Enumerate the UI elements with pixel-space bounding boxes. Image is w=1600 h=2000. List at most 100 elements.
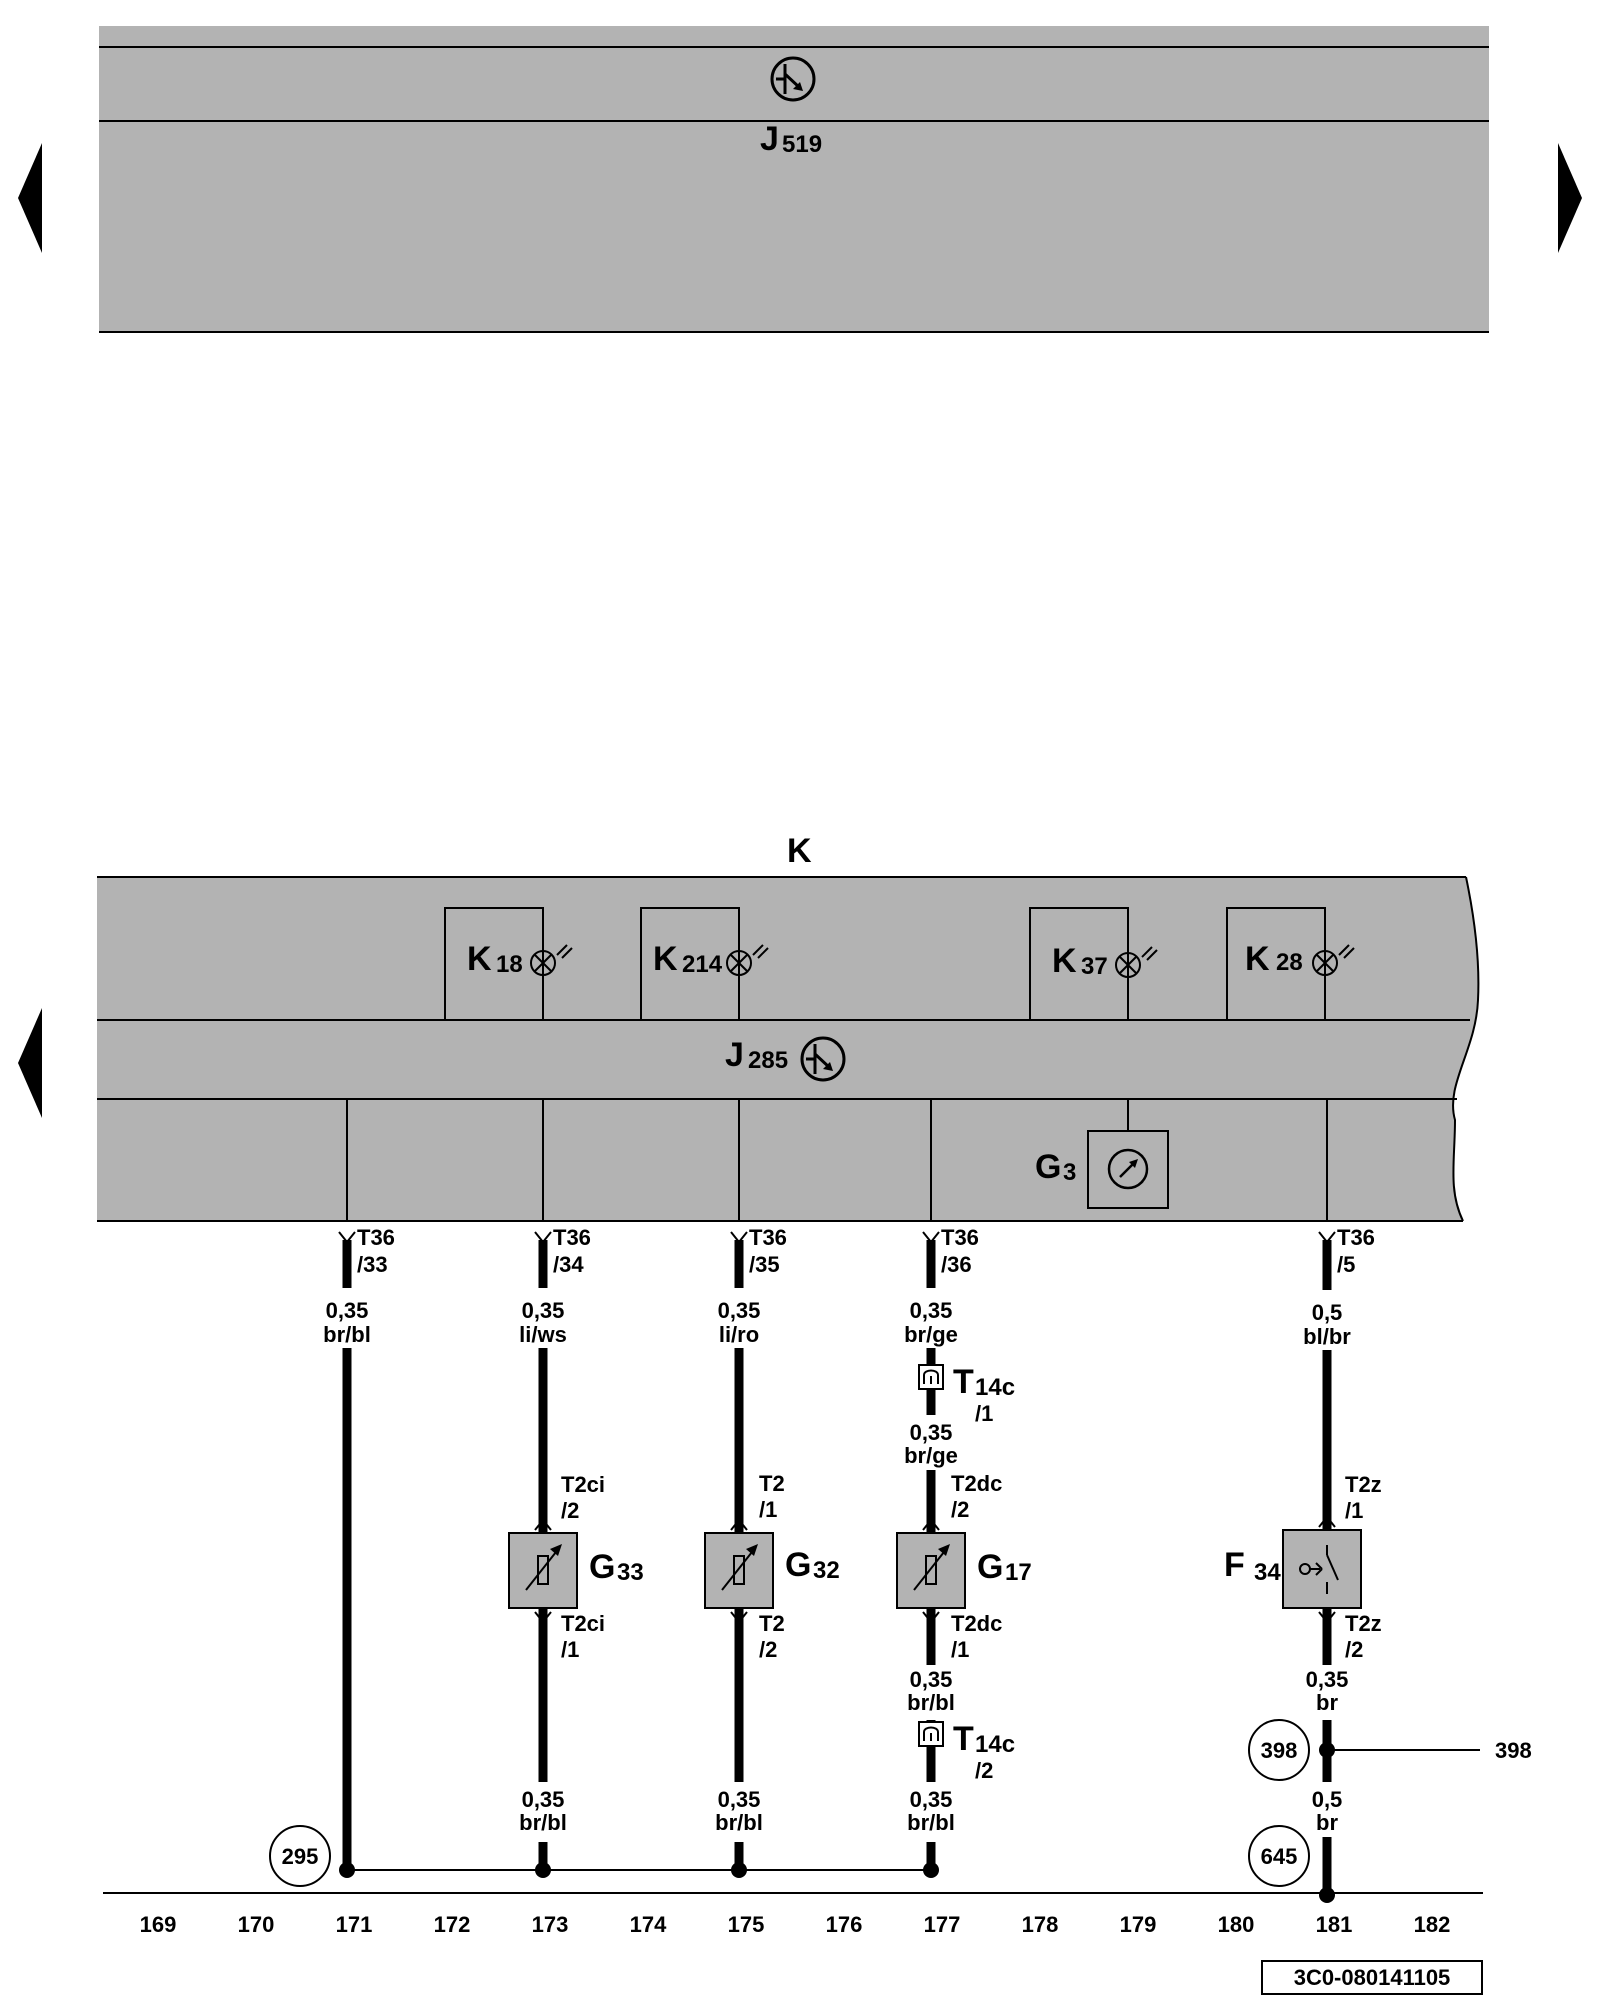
- lamp-k37-label-main: K: [1052, 942, 1077, 980]
- pin-label-171-top: T36: [357, 1225, 395, 1250]
- top-panel-background: [99, 26, 1489, 332]
- track-number: 182: [1414, 1912, 1451, 1937]
- warning-lamp-icon: [726, 944, 769, 1020]
- j519-label-sub: 519: [782, 131, 822, 158]
- t14c-connector-1: [918, 1364, 944, 1390]
- pin-label-177-top: T36: [941, 1225, 979, 1250]
- wire-color-177: br/ge: [904, 1322, 958, 1347]
- connector-pin-icon: [534, 1515, 1336, 1624]
- ref-398-right-label[interactable]: 398: [1495, 1738, 1532, 1763]
- doc-ref-label: 3C0-080141105: [1294, 1965, 1451, 1990]
- conn-173-dn-b: /1: [561, 1637, 579, 1662]
- pin-label-175-top: T36: [749, 1225, 787, 1250]
- track-number: 176: [826, 1912, 863, 1937]
- track-number: 179: [1120, 1912, 1157, 1937]
- control-unit-symbol-icon: [800, 1036, 846, 1082]
- pin-label-177-bot: /36: [941, 1252, 972, 1277]
- ground-node-295-label: 295: [282, 1844, 319, 1869]
- ground-node-645: [1248, 1825, 1310, 1887]
- track-number: 174: [630, 1912, 667, 1937]
- track-number: 177: [924, 1912, 961, 1937]
- control-unit-symbol-icon: [770, 56, 816, 102]
- sensor-g33-label-sub: 33: [617, 1559, 644, 1586]
- track-number: 180: [1218, 1912, 1255, 1937]
- conn-175-up-a: T2: [759, 1471, 785, 1496]
- j519-label-main: J: [760, 120, 779, 158]
- t14c-2-label-sub: 14c: [975, 1731, 1015, 1758]
- wire-color-173: li/ws: [519, 1322, 567, 1347]
- junction-dots: [339, 1742, 1335, 1903]
- t14c-1-label-main: T: [953, 1363, 974, 1401]
- wire-size-181: 0,5: [1312, 1300, 1343, 1325]
- gauge-g3-label-main: G: [1035, 1148, 1061, 1186]
- wire-color-181-c: br: [1316, 1810, 1338, 1835]
- label-gaps: [320, 1288, 1355, 1842]
- sensor-g33: [508, 1532, 578, 1609]
- sensor-g33-label-main: G: [589, 1548, 615, 1586]
- doc-ref-box: [1261, 1960, 1483, 1995]
- track-number: 172: [434, 1912, 471, 1937]
- sensor-g17: [896, 1532, 966, 1609]
- switch-f34-label-main: F: [1224, 1546, 1245, 1584]
- conn-173-up-a: T2ci: [561, 1472, 605, 1497]
- cluster-title: K: [787, 832, 812, 870]
- wire-size-175-b: 0,35: [718, 1787, 761, 1812]
- wire-size-171: 0,35: [326, 1298, 369, 1323]
- wire-size-177-c: 0,35: [910, 1667, 953, 1692]
- conn-177-dn-a: T2dc: [951, 1611, 1002, 1636]
- conn-175-dn-a: T2: [759, 1611, 785, 1636]
- track-number: 169: [140, 1912, 177, 1937]
- cluster-panel-background: [97, 877, 1479, 1221]
- conn-175-dn-b: /2: [759, 1637, 777, 1662]
- ground-node-295: [269, 1825, 331, 1887]
- warning-lamp-icon: [530, 944, 573, 1020]
- wire-size-177: 0,35: [910, 1298, 953, 1323]
- lamp-k28-label-main: K: [1245, 940, 1270, 978]
- pin-label-173-top: T36: [553, 1225, 591, 1250]
- t14c-1-label-sub: 14c: [975, 1374, 1015, 1401]
- wire-color-175-b: br/bl: [715, 1810, 763, 1835]
- top-panel-j519: J 519: [99, 26, 1489, 333]
- sensor-g17-label-sub: 17: [1005, 1559, 1032, 1586]
- wire-color-177-d: br/bl: [907, 1810, 955, 1835]
- track-number: 173: [532, 1912, 569, 1937]
- track-number: 175: [728, 1912, 765, 1937]
- conn-181-up-b: /1: [1345, 1498, 1363, 1523]
- wire-size-173: 0,35: [522, 1298, 565, 1323]
- track-number: 181: [1316, 1912, 1353, 1937]
- conn-175-up-b: /1: [759, 1497, 777, 1522]
- ground-node-645-label: 645: [1261, 1844, 1298, 1869]
- warning-lamp-icon: [1312, 944, 1355, 1020]
- lamp-k28-label-sub: 28: [1276, 949, 1303, 976]
- sensor-g32-label-sub: 32: [813, 1557, 840, 1584]
- wire-color-181: bl/br: [1303, 1324, 1351, 1349]
- wire-size-181-c: 0,5: [1312, 1787, 1343, 1812]
- wire-color-171: br/bl: [323, 1322, 371, 1347]
- conn-177-up-b: /2: [951, 1497, 969, 1522]
- nav-prev-arrow-top[interactable]: [18, 143, 42, 253]
- nav-prev-arrow-lower[interactable]: [18, 1008, 42, 1118]
- instrument-cluster-panel: K K 18 K 214 K 37 K 28: [97, 832, 1480, 1222]
- wire-size-173-b: 0,35: [522, 1787, 565, 1812]
- lamp-k18-label-main: K: [467, 940, 492, 978]
- gauge-icon: [1107, 1148, 1149, 1190]
- lamp-k214-label-sub: 214: [682, 951, 723, 978]
- switch-f34: [1282, 1529, 1362, 1609]
- t14c-1-pin: /1: [975, 1401, 993, 1426]
- conn-181-dn-b: /2: [1345, 1637, 1363, 1662]
- sensor-g32-label-main: G: [785, 1546, 811, 1584]
- wire-color-177-b: br/ge: [904, 1443, 958, 1468]
- gauge-g3-box: [1087, 1130, 1169, 1209]
- sensor-g32: [704, 1532, 774, 1609]
- nav-next-arrow-top[interactable]: [1558, 143, 1582, 253]
- connector-pin-icon: [338, 1231, 1336, 1244]
- conn-177-up-a: T2dc: [951, 1471, 1002, 1496]
- j285-label-sub: 285: [748, 1047, 788, 1074]
- warning-lamp-icon: [1115, 946, 1158, 1020]
- conn-181-up-a: T2z: [1345, 1472, 1382, 1497]
- track-number: 171: [336, 1912, 373, 1937]
- switch-f34-label-sub: 34: [1254, 1559, 1281, 1586]
- conn-181-dn-a: T2z: [1345, 1611, 1382, 1636]
- cluster-break-edge: [1452, 876, 1480, 1222]
